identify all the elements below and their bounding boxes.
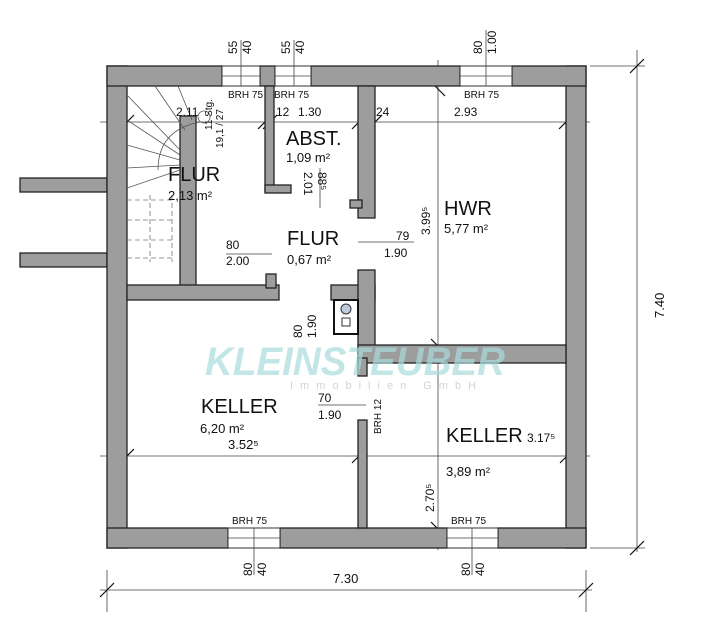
door-width: 88⁵ bbox=[315, 172, 329, 190]
room-name: HWR bbox=[444, 198, 492, 220]
stair-count: 11 Stg. bbox=[204, 99, 215, 130]
sill-height: BRH 75 bbox=[451, 516, 486, 527]
window-width: 80 bbox=[241, 562, 255, 576]
windows bbox=[221, 30, 513, 575]
room-width: 3.52⁵ bbox=[228, 437, 259, 452]
window-height: 1.00 bbox=[485, 30, 499, 54]
sill-height: BRH 75 bbox=[274, 90, 309, 101]
room-area: 5,77 m² bbox=[444, 221, 489, 236]
room-area: 1,09 m² bbox=[286, 150, 331, 165]
overall-depth: 7.40 bbox=[652, 293, 667, 318]
room-area: 6,20 m² bbox=[200, 421, 245, 436]
room-name: KELLER bbox=[201, 396, 278, 418]
room-depth: 3.99⁵ bbox=[419, 207, 433, 235]
door-height: 2.00 bbox=[226, 254, 250, 268]
room-depth: 2.70⁵ bbox=[423, 484, 437, 512]
sill-height: BRH 12 bbox=[373, 399, 384, 434]
exterior-ledge bbox=[19, 177, 108, 193]
door-height: 1.90 bbox=[318, 408, 342, 422]
room-width: 3.17⁵ bbox=[527, 431, 555, 445]
door-width: 70 bbox=[318, 391, 332, 405]
window-height: 40 bbox=[255, 562, 269, 576]
window-width: 80 bbox=[471, 40, 485, 54]
door-width: 80 bbox=[291, 324, 305, 338]
cleanout-icon bbox=[341, 317, 351, 327]
room-area: 2,13 m² bbox=[168, 188, 213, 203]
walls bbox=[106, 65, 587, 549]
flue-icon bbox=[340, 303, 352, 315]
window-height: 40 bbox=[293, 40, 307, 54]
stair-ratio: 19,1 / 27 bbox=[215, 109, 226, 148]
window-height: 40 bbox=[240, 40, 254, 54]
dim-stair: 2.11 bbox=[176, 105, 199, 119]
room-area: 3,89 m² bbox=[446, 464, 491, 479]
room-name: KELLER bbox=[446, 425, 523, 447]
overall-width: 7.30 bbox=[333, 571, 358, 586]
window-width: 55 bbox=[279, 40, 293, 54]
door-height: 1.90 bbox=[305, 314, 319, 338]
watermark-logo: KLEINSTEUBER Immobilien GmbH bbox=[205, 340, 505, 392]
room-name: FLUR bbox=[287, 228, 339, 250]
dim-hwr-width: 2.93 bbox=[454, 105, 478, 119]
window-height: 40 bbox=[473, 562, 487, 576]
room-name: ABST. bbox=[286, 128, 342, 150]
staircase bbox=[126, 85, 211, 262]
watermark-brand: KLEINSTEUBER bbox=[205, 340, 505, 384]
sill-height: BRH 75 bbox=[228, 90, 263, 101]
door-height: 1.90 bbox=[384, 246, 408, 260]
sill-height: BRH 75 bbox=[232, 516, 267, 527]
dim-abst-width: 1.30 bbox=[298, 105, 322, 119]
dim-wall: 12 bbox=[276, 105, 290, 119]
dim-wall: 24 bbox=[376, 105, 390, 119]
door-width: 79 bbox=[396, 229, 410, 243]
watermark-sub: Immobilien GmbH bbox=[290, 380, 483, 392]
door-height: 2.01 bbox=[301, 172, 315, 196]
window-width: 55 bbox=[226, 40, 240, 54]
sill-height: BRH 75 bbox=[464, 90, 499, 101]
room-name: FLUR bbox=[168, 164, 220, 186]
window-width: 80 bbox=[459, 562, 473, 576]
room-area: 0,67 m² bbox=[287, 252, 332, 267]
door-width: 80 bbox=[226, 238, 240, 252]
exterior-ledge bbox=[19, 252, 108, 268]
